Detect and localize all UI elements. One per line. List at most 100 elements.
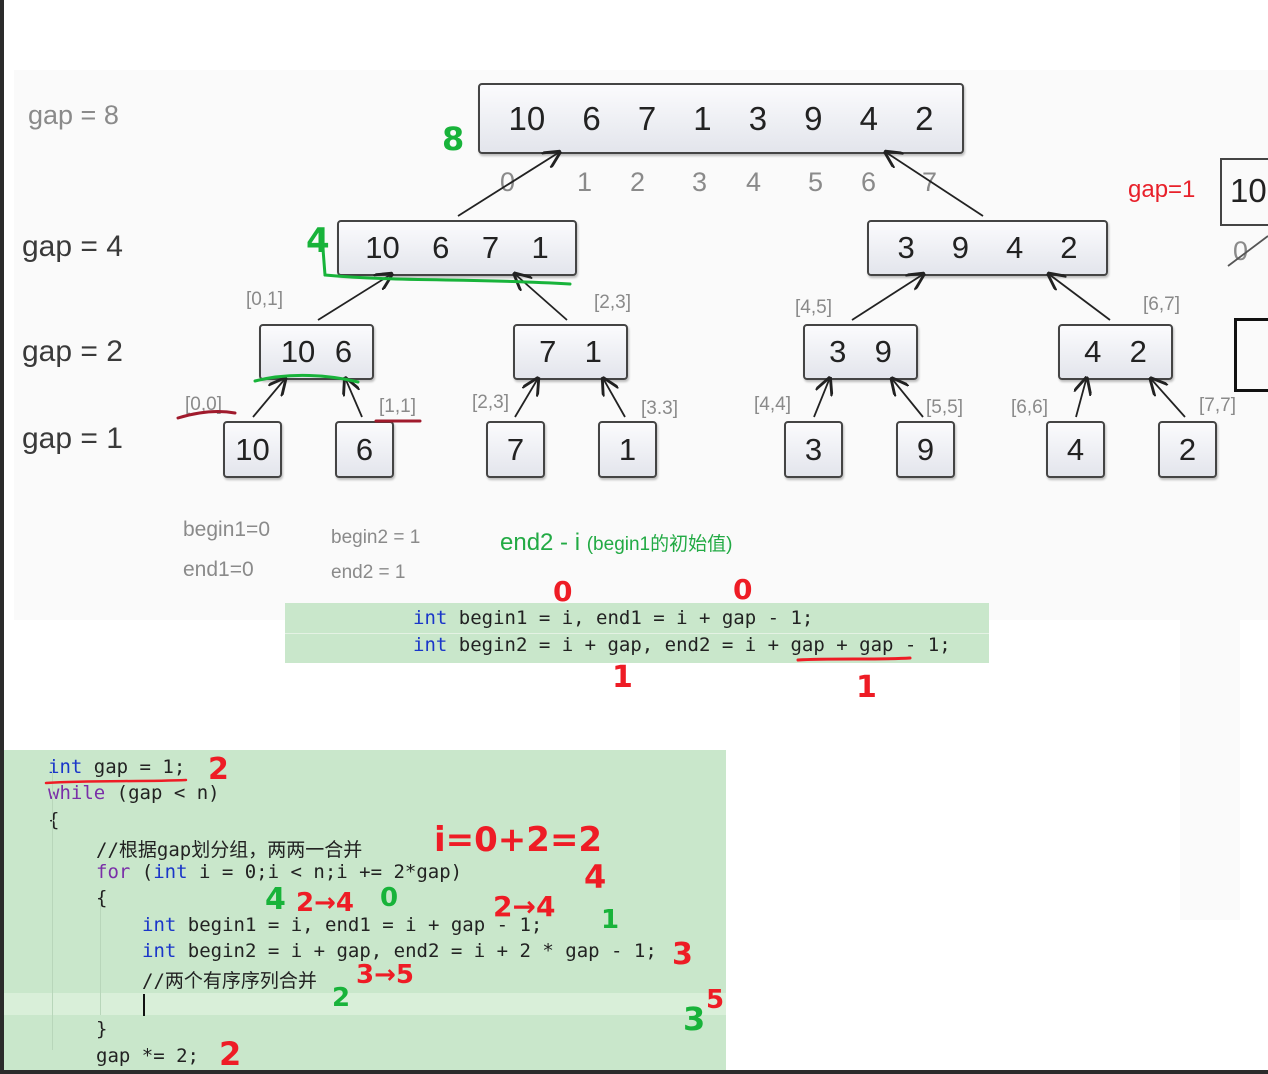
window-border-bottom — [0, 1070, 1268, 1074]
leaf-box: 4 — [1046, 421, 1105, 478]
group-cell: 2 — [1129, 334, 1147, 369]
tree-arrow — [346, 380, 363, 418]
hand-2-green: 2 — [332, 983, 351, 1013]
hand-0-green: 0 — [380, 883, 399, 913]
group-cell: 4 — [1006, 230, 1024, 265]
tree-arrow — [1050, 275, 1111, 321]
range-label: [2,3] — [472, 392, 509, 413]
tree-arrow — [813, 380, 829, 418]
code-editor: int gap = 1; while (gap < n) { //根据gap划分… — [4, 750, 726, 1070]
leaf-cell: 3 — [804, 431, 823, 467]
range-label: [2,3] — [594, 292, 631, 313]
code-line: int begin2 = i + gap, end2 = i + 2 * gap… — [142, 940, 657, 962]
green-underline — [323, 273, 572, 286]
range-label: [1,1] — [379, 396, 416, 417]
begin1-note: begin1=0 — [183, 518, 271, 541]
range-label: [4,4] — [754, 394, 791, 415]
gap8-label: gap = 8 — [28, 100, 119, 130]
group-box-gap4-left: 10 6 7 1 — [337, 220, 577, 276]
current-line-highlight — [4, 993, 726, 1015]
code-text: ( — [130, 861, 154, 883]
code-line: } — [96, 1018, 108, 1040]
range-label: [5,5] — [926, 397, 963, 418]
group-cell: 6 — [334, 334, 353, 369]
code-text: begin2 = i + gap, end2 = i + 2 * gap - 1… — [176, 940, 657, 962]
leaf-cell: 10 — [235, 431, 270, 467]
hand-4: 4 — [306, 221, 330, 261]
root-cell: 6 — [582, 99, 601, 137]
code-text: gap = 1; — [82, 756, 186, 778]
hand-2to4: 2→4 — [296, 888, 354, 918]
group-cell: 3 — [897, 230, 915, 265]
keyword: for — [96, 861, 131, 883]
code-line: int begin1 = i, end1 = i + gap - 1; — [142, 914, 542, 936]
green-underline — [253, 373, 360, 384]
indent-guide — [100, 900, 101, 1015]
index-label: 6 — [861, 167, 877, 197]
hand-3: 3 — [672, 937, 693, 972]
group-cell: 3 — [829, 334, 847, 369]
code-text: begin1 = i, end1 = i + gap - 1; — [176, 914, 543, 936]
code-snippet-top: int begin1 = i, end1 = i + gap - 1; int … — [285, 603, 989, 663]
index-label: 7 — [922, 167, 938, 197]
hand-zero: 0 — [553, 575, 573, 608]
range-label: [3.3] — [641, 398, 678, 419]
leaf-cell: 9 — [916, 431, 935, 467]
group-cell: 4 — [1084, 334, 1102, 369]
indent-guide — [52, 770, 53, 1050]
hand-zero: 0 — [733, 573, 753, 606]
leaf-box: 10 — [223, 421, 282, 478]
leaf-cell: 4 — [1066, 431, 1085, 467]
range-label: [7,7] — [1199, 395, 1236, 416]
code-text: begin1 = i, end1 = i + gap - 1; — [447, 607, 814, 629]
code-line: int gap = 1; — [48, 756, 185, 778]
hand-2to4-b: 2→4 — [493, 890, 556, 923]
root-cell: 1 — [693, 99, 712, 137]
root-cell: 2 — [915, 99, 934, 137]
gap2-label: gap = 2 — [22, 335, 123, 368]
root-cell: 4 — [859, 99, 878, 137]
strike-line — [1227, 235, 1268, 267]
leaf-cell: 6 — [355, 431, 374, 467]
green-main: end2 - i — [500, 529, 581, 556]
tree-arrow — [514, 380, 537, 418]
range-label: [0,0] — [185, 394, 222, 415]
index-label: 1 — [577, 167, 593, 197]
tree-arrow — [893, 380, 924, 418]
hand-1-green: 1 — [601, 905, 620, 935]
index-label: 5 — [808, 167, 824, 197]
keyword: int — [413, 634, 448, 656]
keyword: while — [48, 782, 106, 804]
group-cell: 1 — [584, 334, 602, 369]
code-line: { — [48, 809, 60, 831]
index-label: 3 — [692, 167, 708, 197]
index-label: 0 — [500, 167, 516, 197]
leaf-box: 1 — [598, 421, 657, 478]
tree-arrow — [887, 153, 984, 217]
leaf-box: 9 — [896, 421, 955, 478]
leaf-cell: 7 — [506, 431, 525, 467]
root-array-box: 10 6 7 1 3 9 4 2 — [478, 83, 964, 154]
group-cell: 2 — [1060, 230, 1078, 265]
tree-arrow — [252, 380, 284, 418]
range-label: [6,7] — [1143, 294, 1180, 315]
range-label: [6,6] — [1011, 397, 1048, 418]
keyword: int — [413, 607, 448, 629]
code-comment: //根据gap划分组，两两一合并 — [96, 839, 363, 861]
gap4-label: gap = 4 — [22, 230, 123, 263]
group-cell: 7 — [481, 230, 500, 265]
range-label: [4,5] — [795, 297, 832, 318]
group-cell: 9 — [874, 334, 892, 369]
keyword: int — [142, 940, 177, 962]
leaf-box: 7 — [486, 421, 545, 478]
side-box — [1220, 158, 1268, 226]
hand-3-green: 3 — [683, 1000, 706, 1038]
hand-i-eq: i=0+2=2 — [434, 820, 603, 860]
tree-arrow — [1152, 380, 1186, 418]
code-line-begin2: int begin2 = i + gap, end2 = i + gap + g… — [413, 634, 951, 656]
text-cursor[interactable] — [143, 994, 145, 1016]
code-text: begin2 = i + gap, end2 = i + gap + gap -… — [447, 634, 951, 656]
